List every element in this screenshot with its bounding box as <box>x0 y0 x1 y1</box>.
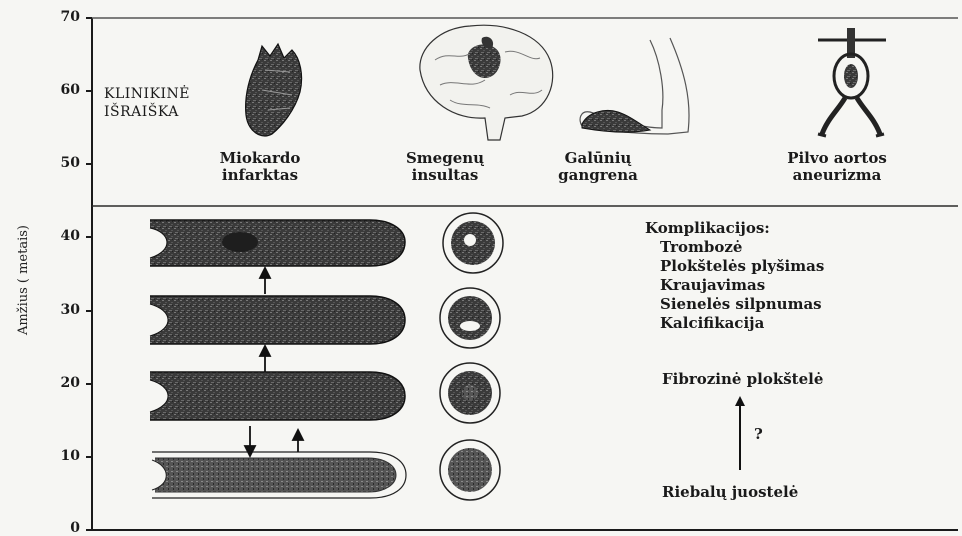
y-tick-60: 60 <box>40 82 80 98</box>
complication-item: Kalcifikacija <box>660 315 764 332</box>
caption-myocardial-infarction: Miokardo infarktas <box>195 150 325 184</box>
fibrous-plaque-label: Fibrozinė plokštelė <box>662 371 823 388</box>
cross-section-2 <box>440 363 500 423</box>
caption-line1: Galūnių <box>533 150 663 167</box>
clinical-title-line1: KLINIKINĖ <box>104 86 190 103</box>
cross-section-4 <box>443 213 503 273</box>
cross-section-3 <box>440 288 500 348</box>
caption-line1: Pilvo aortos <box>772 150 902 167</box>
caption-aortic-aneurysm: Pilvo aortos aneurizma <box>772 150 902 184</box>
heart-icon <box>246 44 302 136</box>
y-tick-50: 50 <box>40 155 80 171</box>
y-axis-label: Amžius ( metais) <box>16 225 31 335</box>
y-tick-40: 40 <box>40 228 80 244</box>
caption-gangrene: Galūnių gangrena <box>533 150 663 184</box>
complication-item: Kraujavimas <box>660 277 765 294</box>
progression-question-mark: ? <box>754 426 763 443</box>
brain-icon <box>420 25 553 140</box>
caption-line1: Smegenų <box>380 150 510 167</box>
complication-item: Trombozė <box>660 239 742 256</box>
y-tick-20: 20 <box>40 375 80 391</box>
vessel-stage-1 <box>152 452 406 498</box>
y-tick-70: 70 <box>40 9 80 25</box>
aortic-aneurysm-icon <box>818 28 886 136</box>
y-tick-30: 30 <box>40 302 80 318</box>
cross-section-1 <box>440 440 500 500</box>
caption-line1: Miokardo <box>195 150 325 167</box>
caption-line2: insultas <box>380 167 510 184</box>
clinical-title-line2: IŠRAIŠKA <box>104 104 179 121</box>
vessel-stage-4 <box>150 220 405 266</box>
caption-line2: aneurizma <box>772 167 902 184</box>
progression-arrow <box>735 396 745 470</box>
caption-line2: infarktas <box>195 167 325 184</box>
complication-item: Sienelės silpnumas <box>660 296 822 313</box>
fatty-streak-label: Riebalų juostelė <box>662 484 798 501</box>
y-tick-0: 0 <box>40 520 80 536</box>
foot-icon <box>580 38 689 134</box>
caption-stroke: Smegenų insultas <box>380 150 510 184</box>
caption-line2: gangrena <box>533 167 663 184</box>
vessel-stage-2 <box>150 372 405 420</box>
complications-title: Komplikacijos: <box>645 220 770 237</box>
complication-item: Plokštelės plyšimas <box>660 258 824 275</box>
y-tick-10: 10 <box>40 448 80 464</box>
vessel-stage-3 <box>150 296 405 344</box>
